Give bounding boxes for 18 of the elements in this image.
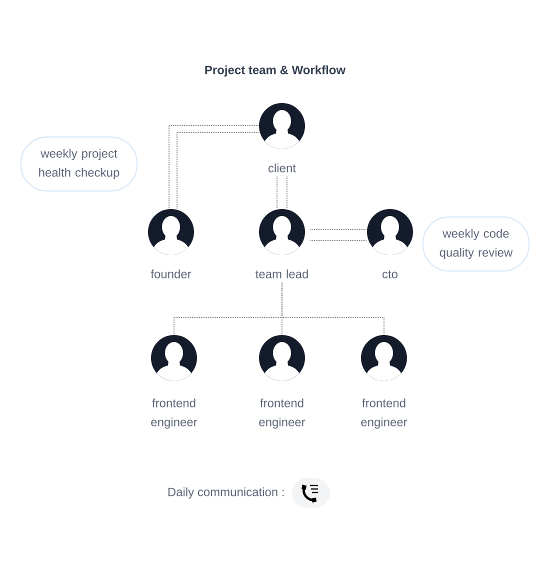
label-text: Daily communication : <box>168 487 284 499</box>
role-label: frontend engineer <box>361 398 408 429</box>
connector-line <box>286 176 288 210</box>
role-label: founder <box>150 270 192 278</box>
callout-bubble: weekly code quality review <box>422 216 530 272</box>
title: Project team & Workflow <box>205 65 346 77</box>
role-label: client <box>268 164 296 172</box>
role-label: frontend engineer <box>259 398 306 429</box>
connector-line <box>176 132 260 210</box>
connector-line <box>310 229 368 230</box>
callout-bubble: weekly project health checkup <box>20 136 138 192</box>
role-label: cto <box>382 270 398 278</box>
role-label: frontend engineer <box>151 398 198 429</box>
connector-line <box>310 240 368 242</box>
role-label: team lead <box>256 270 308 278</box>
connector-line <box>168 125 260 210</box>
connector-line <box>282 282 384 336</box>
connector-line <box>276 176 278 210</box>
